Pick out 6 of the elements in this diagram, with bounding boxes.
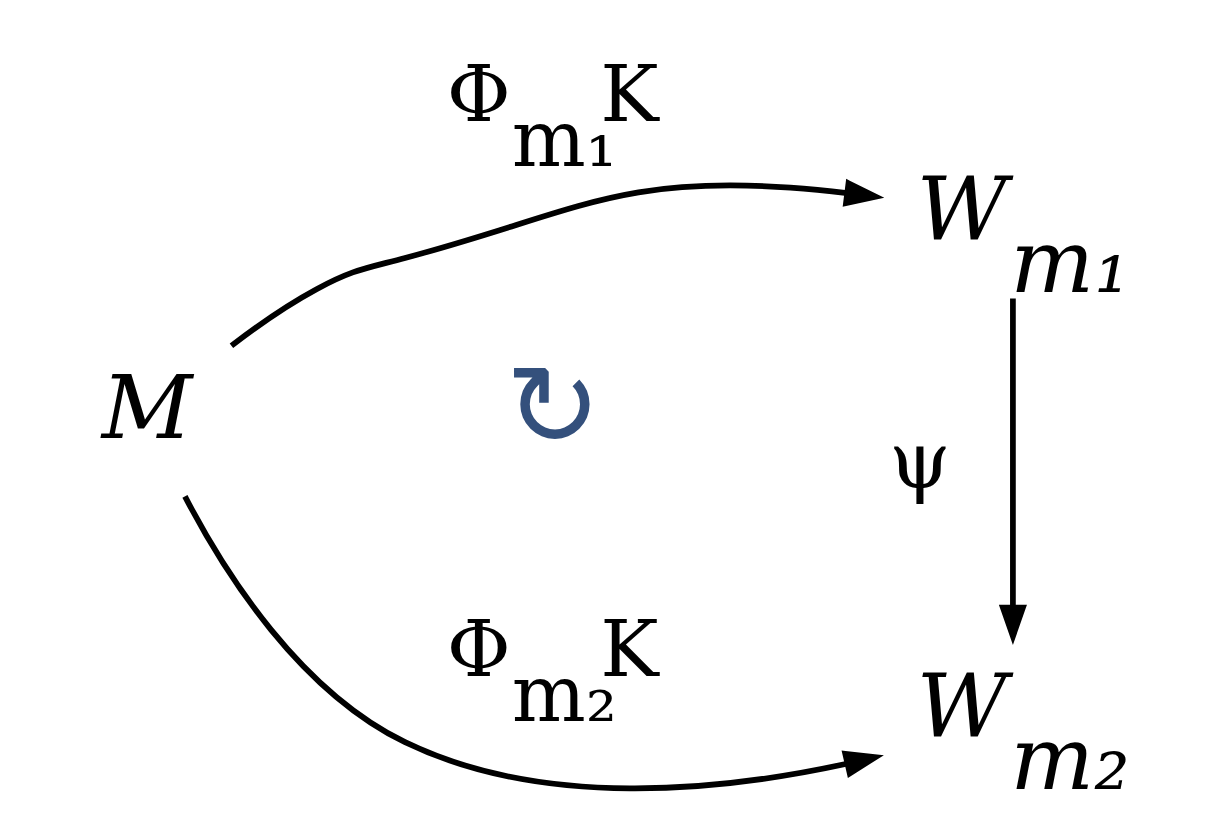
label: ↻ [505,339,602,473]
arrow [998,298,1027,645]
edge-label: ψ [889,416,951,507]
node-text: M [101,356,193,460]
arrow [182,494,884,792]
arrow [229,178,885,349]
